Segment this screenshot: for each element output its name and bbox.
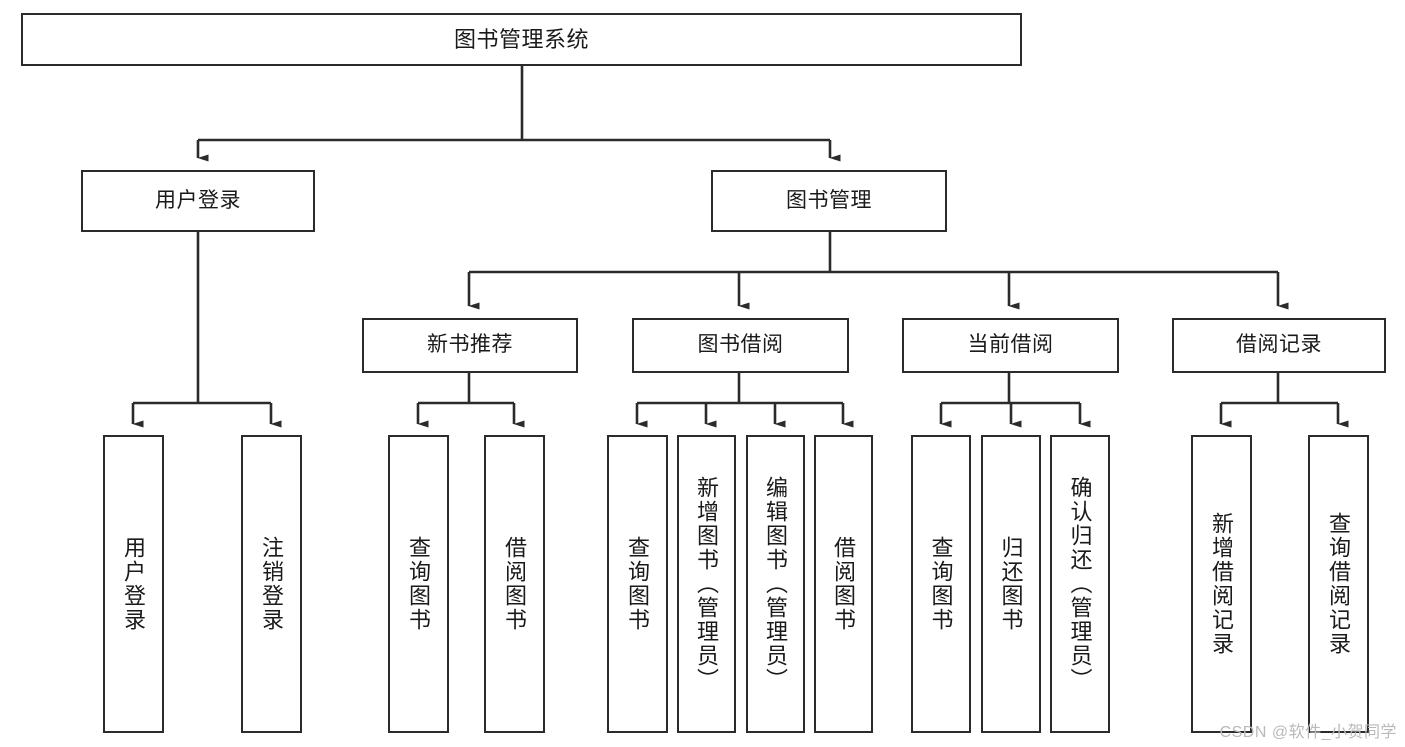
leaf-edit-book-label: 编辑图书（管理员）	[763, 476, 789, 692]
leaf-query-book-recommend[interactable]: 查询图书	[388, 435, 449, 733]
node-user-login-label: 用户登录	[155, 188, 241, 212]
leaf-query-borrow-record[interactable]: 查询借阅记录	[1308, 435, 1369, 733]
node-borrow-record-label: 借阅记录	[1236, 333, 1322, 357]
node-current-borrow-label: 当前借阅	[967, 333, 1054, 357]
leaf-return-book[interactable]: 归还图书	[981, 435, 1041, 733]
node-root-label: 图书管理系统	[453, 26, 589, 52]
node-book-borrow-label: 图书借阅	[697, 333, 784, 357]
leaf-query-book-borrow[interactable]: 查询图书	[607, 435, 668, 733]
leaf-add-book-label: 新增图书（管理员）	[694, 476, 720, 692]
leaf-add-book[interactable]: 新增图书（管理员）	[677, 435, 736, 733]
leaf-query-book-current-label: 查询图书	[928, 536, 954, 632]
leaf-borrow-book-label: 借阅图书	[831, 536, 857, 632]
node-user-login[interactable]: 用户登录	[81, 170, 315, 232]
leaf-user-login-label: 用户登录	[121, 536, 147, 632]
leaf-borrow-book-recommend[interactable]: 借阅图书	[484, 435, 545, 733]
leaf-user-login[interactable]: 用户登录	[103, 435, 164, 733]
leaf-borrow-book[interactable]: 借阅图书	[814, 435, 873, 733]
node-root[interactable]: 图书管理系统	[21, 13, 1022, 66]
leaf-add-borrow-record[interactable]: 新增借阅记录	[1191, 435, 1252, 733]
leaf-confirm-return[interactable]: 确认归还（管理员）	[1050, 435, 1110, 733]
leaf-query-book-current[interactable]: 查询图书	[911, 435, 971, 733]
leaf-confirm-return-label: 确认归还（管理员）	[1067, 476, 1093, 692]
leaf-user-logout[interactable]: 注销登录	[241, 435, 302, 733]
node-new-book-recommend[interactable]: 新书推荐	[362, 318, 578, 373]
node-book-management[interactable]: 图书管理	[711, 170, 947, 232]
leaf-query-book-borrow-label: 查询图书	[625, 536, 651, 632]
node-book-management-label: 图书管理	[786, 188, 872, 212]
csdn-watermark: CSDN @软件_小贺同学	[1219, 724, 1397, 741]
leaf-add-borrow-record-label: 新增借阅记录	[1209, 512, 1235, 656]
node-borrow-record[interactable]: 借阅记录	[1172, 318, 1386, 373]
node-new-book-recommend-label: 新书推荐	[427, 333, 513, 357]
leaf-user-logout-label: 注销登录	[259, 536, 285, 632]
leaf-query-book-recommend-label: 查询图书	[406, 536, 432, 632]
leaf-return-book-label: 归还图书	[998, 536, 1024, 632]
node-current-borrow[interactable]: 当前借阅	[902, 318, 1119, 373]
leaf-edit-book[interactable]: 编辑图书（管理员）	[746, 435, 805, 733]
node-book-borrow[interactable]: 图书借阅	[632, 318, 849, 373]
leaf-borrow-book-recommend-label: 借阅图书	[502, 536, 528, 632]
leaf-query-borrow-record-label: 查询借阅记录	[1326, 512, 1352, 656]
